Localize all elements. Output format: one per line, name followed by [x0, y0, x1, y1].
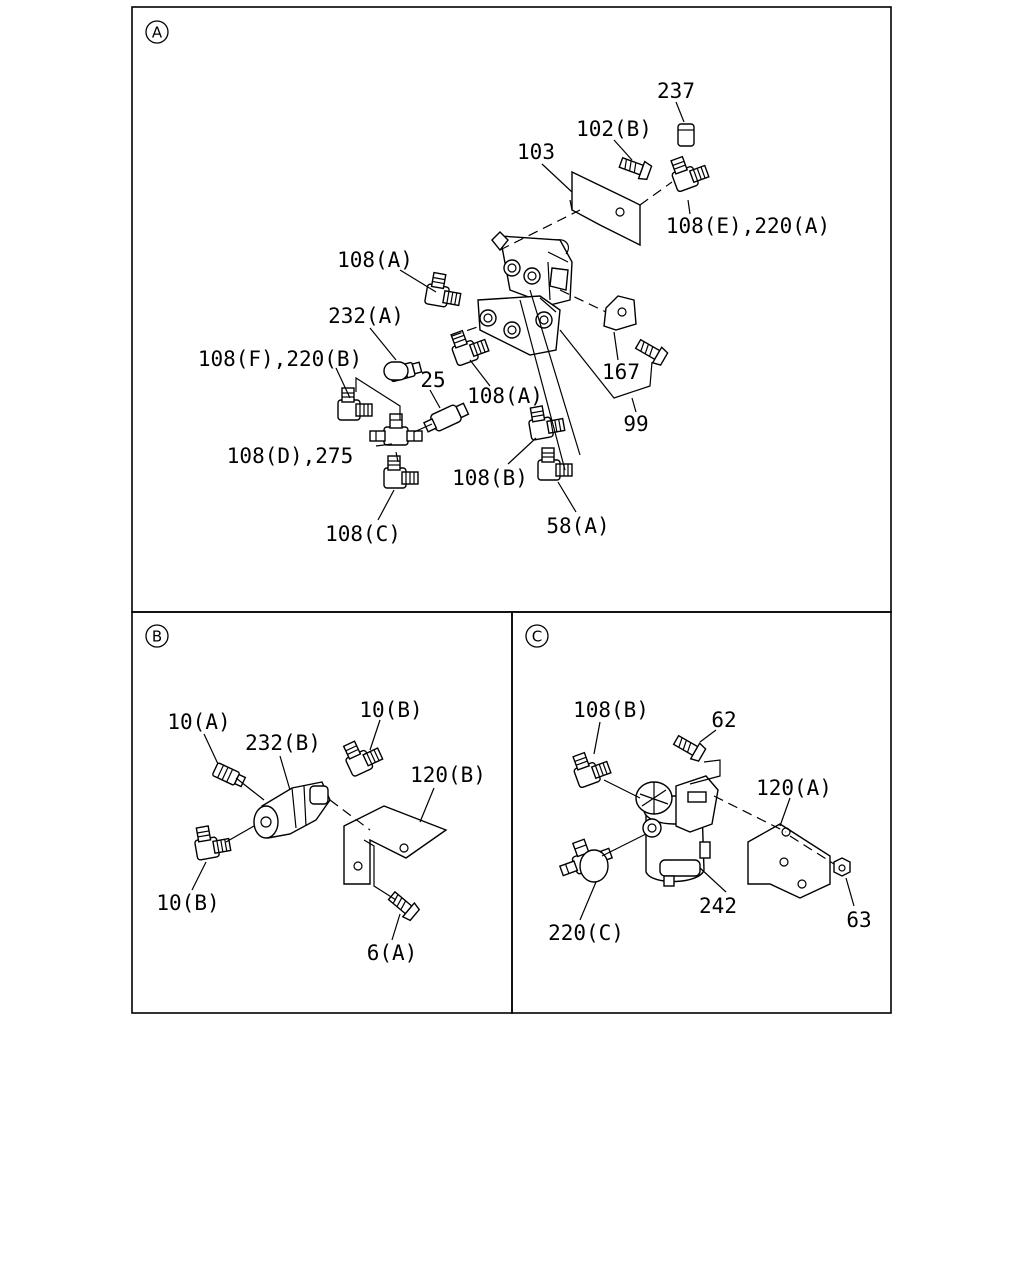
callout-120b: 120(B)	[410, 763, 486, 787]
callout-232a: 232(A)	[328, 304, 404, 328]
callout-120a: 120(A)	[756, 776, 832, 800]
callout-103: 103	[517, 140, 555, 164]
callout-108b: 108(B)	[452, 466, 528, 490]
callout-108c: 108(C)	[325, 522, 401, 546]
callout-102b: 102(B)	[576, 117, 652, 141]
callout-10b-top: 10(B)	[359, 698, 422, 722]
callout-10b-bottom: 10(B)	[156, 891, 219, 915]
bracket-103	[571, 170, 641, 247]
callout-62: 62	[711, 708, 736, 732]
panel-c-marker: C	[525, 624, 549, 648]
callout-108e-220a: 108(E),220(A)	[666, 214, 830, 238]
panel-c-drawing	[553, 721, 855, 921]
callout-108f-220b: 108(F),220(B)	[198, 347, 362, 371]
callout-108d-275: 108(D),275	[227, 444, 353, 468]
callout-25: 25	[420, 368, 445, 392]
callout-58a: 58(A)	[546, 514, 609, 538]
callout-63: 63	[846, 908, 871, 932]
svg-text:B: B	[152, 628, 162, 646]
svg-text:C: C	[532, 628, 542, 646]
callout-108a-top: 108(A)	[337, 248, 413, 272]
part-167	[603, 295, 637, 331]
callout-108a-mid: 108(A)	[467, 384, 543, 408]
callout-108b-c: 108(B)	[573, 698, 649, 722]
callout-10a: 10(A)	[167, 710, 230, 734]
callout-232b: 232(B)	[245, 731, 321, 755]
callout-237: 237	[657, 79, 695, 103]
bracket-120a	[747, 823, 831, 899]
svg-text:A: A	[152, 24, 163, 42]
panel-b-drawing	[191, 719, 448, 941]
panel-a-marker: A	[145, 20, 169, 44]
panel-a-drawing	[335, 101, 711, 521]
panel-c-frame	[511, 611, 892, 1014]
bracket-120b	[343, 805, 448, 885]
panel-b-marker: B	[145, 624, 169, 648]
callout-167: 167	[602, 360, 640, 384]
callout-6a: 6(A)	[367, 941, 418, 965]
callout-99: 99	[623, 412, 648, 436]
callout-242: 242	[699, 894, 737, 918]
callout-220c: 220(C)	[548, 921, 624, 945]
